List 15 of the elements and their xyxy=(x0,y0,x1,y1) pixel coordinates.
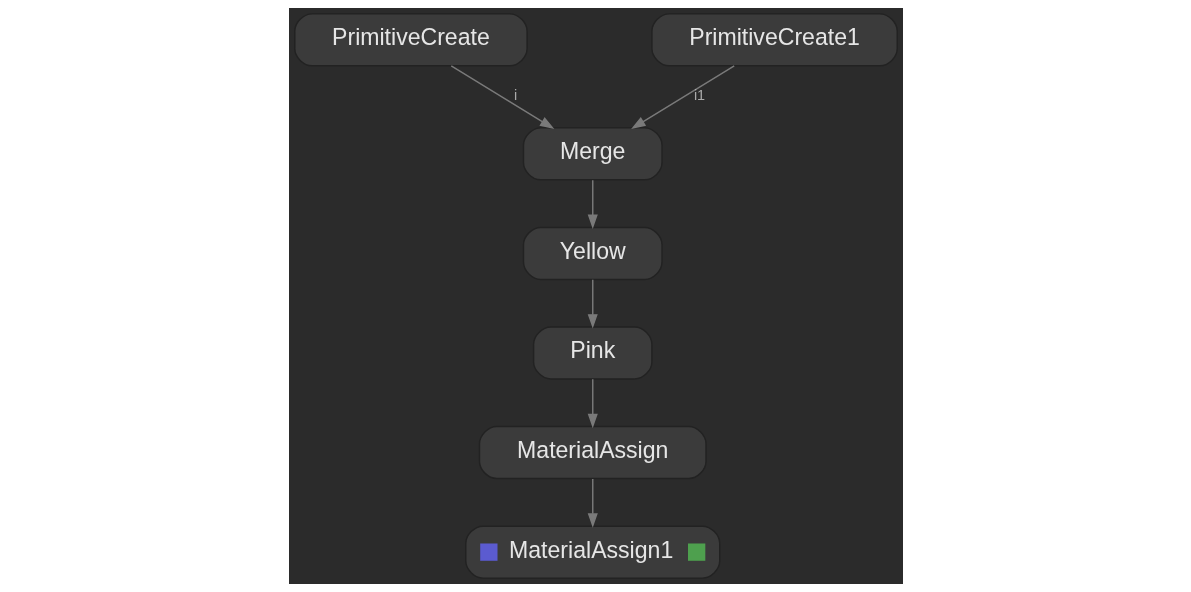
arrow xyxy=(587,179,598,230)
node-box: MaterialAssign1 xyxy=(464,525,720,579)
node-box: PrimitiveCreate1 xyxy=(650,13,898,67)
edge-label: i1 xyxy=(693,87,705,104)
arrow xyxy=(587,279,598,329)
node-box: PrimitiveCreate xyxy=(293,13,528,67)
arrow xyxy=(587,378,598,429)
arrow xyxy=(587,478,598,528)
arrow xyxy=(450,65,554,129)
arrow xyxy=(630,65,735,129)
node-box: Yellow xyxy=(522,226,663,281)
node-box: Pink xyxy=(532,326,653,380)
edge-label: i xyxy=(513,87,517,104)
node-box: MaterialAssign xyxy=(478,425,707,480)
node-box: Merge xyxy=(522,127,663,181)
